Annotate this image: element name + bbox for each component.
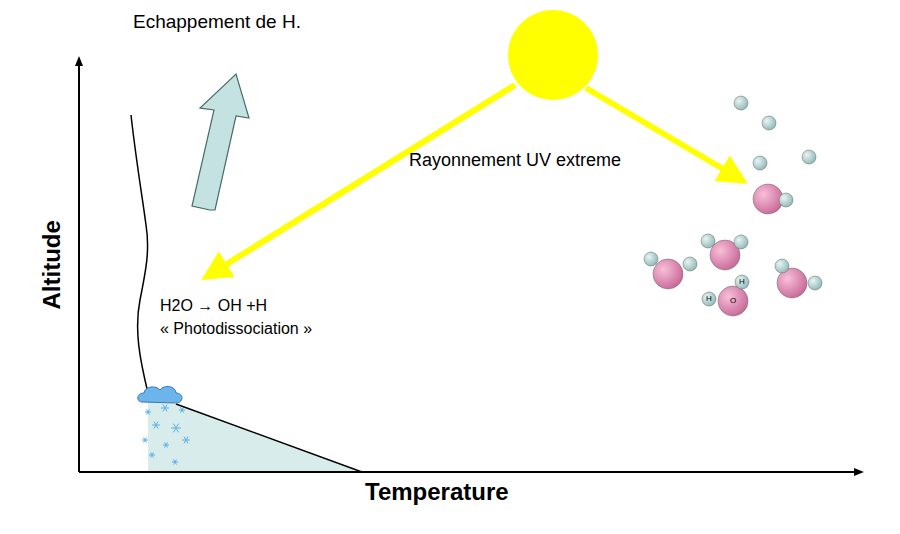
snowflakes: [142, 405, 190, 465]
sun: [508, 10, 598, 100]
molecules: [644, 96, 822, 316]
temperature-profile: [176, 404, 362, 472]
x-axis: [79, 471, 856, 473]
radiation-label: Rayonnement UV extreme: [409, 150, 621, 171]
escape-arrow: [192, 74, 249, 210]
cold-layer: [148, 396, 362, 472]
cloud: [138, 386, 182, 403]
reaction-name: « Photodissociation »: [160, 320, 312, 338]
atom-letter: H: [706, 294, 712, 303]
y-axis: [78, 64, 80, 472]
temperature-profile: [131, 115, 148, 393]
reaction-label: H2O → OH +H: [160, 297, 267, 315]
uv-ray: [214, 85, 515, 272]
atom-letter: O: [730, 296, 736, 305]
atom-letter: H: [739, 277, 745, 286]
axis-label: Altitude: [38, 220, 66, 309]
axis-label: Temperature: [365, 478, 509, 506]
escape-label: Echappement de H.: [133, 11, 301, 33]
